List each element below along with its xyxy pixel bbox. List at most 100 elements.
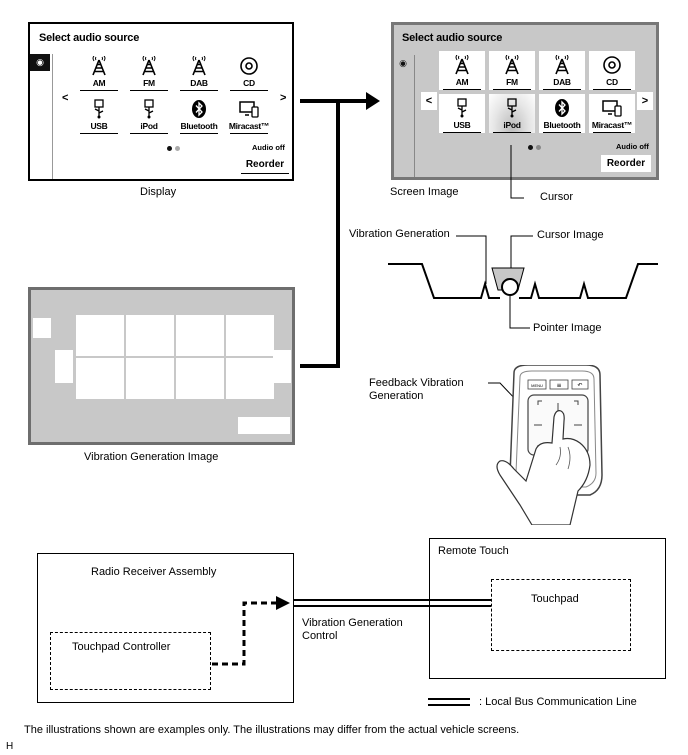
source-tile-dab[interactable]: DAB [176,52,222,91]
vib-tile [76,358,124,399]
profile-right [519,263,658,299]
screen-arrowhead [366,92,380,110]
source-tile-miracast[interactable]: Miracast™ [589,94,635,133]
vibration-generation-image-label: Vibration Generation Image [84,451,219,463]
remote-button-back [571,379,589,390]
source-tile-fm[interactable]: FM [126,52,172,91]
vib-left-top [33,318,51,338]
vibration-profile [388,235,658,329]
cursor-label: Cursor [540,191,574,203]
source-tile-ipod[interactable]: iPod [489,94,535,133]
source-tile-label: iPod [503,120,521,130]
audio-off-label[interactable]: Audio off [252,143,285,152]
source-icon: ◉ [30,54,50,71]
page-dot [536,145,541,150]
vibration-leader [456,235,487,284]
source-tile-dab[interactable]: DAB [539,51,585,90]
vib-bottom-right [238,417,290,434]
source-tile-label: FM [506,77,518,87]
source-tile-miracast[interactable]: Miracast™ [226,95,272,134]
cursor-leader [510,145,524,199]
source-tile-cd[interactable]: CD [589,51,635,90]
remote-touch-illustration: MENU ≡ ↶ [488,365,603,525]
tile-underline [80,90,118,91]
profile-left [388,263,500,299]
source-icon: ◉ [399,58,407,68]
hand-knuckles [555,446,571,470]
source-tile-bluetooth[interactable]: Bluetooth [176,95,222,134]
tile-underline [230,90,268,91]
prev-arrow[interactable]: < [421,92,437,110]
tile-underline [543,89,581,90]
source-tile-label: DAB [190,78,208,88]
tile-underline [230,133,268,134]
source-tile-label: Miracast™ [591,120,633,130]
touchpad-controller-box [50,632,211,690]
feedback-line1: Feedback Vibration [369,377,464,389]
vgc-line2: Control [302,630,338,642]
tile-underline [443,132,481,133]
controller-dashed-line [212,601,276,666]
source-tile-label: Bluetooth [543,120,581,130]
page-dot-active [528,145,533,150]
remote-button-menu [527,379,547,390]
source-tile-label: Bluetooth [180,121,218,131]
next-arrow[interactable]: > [637,92,653,110]
vibration-to-screen-line [300,101,340,368]
source-tile-usb[interactable]: USB [76,95,122,134]
remote-button-list [549,379,569,390]
source-tile-label: CD [606,77,618,87]
prev-arrow[interactable]: < [62,92,69,104]
tile-underline [130,133,168,134]
reorder-button[interactable]: Reorder [241,157,289,174]
source-tile-bluetooth[interactable]: Bluetooth [539,94,585,133]
tile-underline [593,132,631,133]
vibration-generation-control-label: Vibration Generation Control [302,617,403,643]
source-tile-am[interactable]: AM [439,51,485,90]
vib-tile [176,315,224,356]
source-tile-usb[interactable]: USB [439,94,485,133]
tile-underline [130,90,168,91]
reorder-button[interactable]: Reorder [601,155,651,172]
vib-tile [126,315,174,356]
audio-off-label[interactable]: Audio off [616,142,649,151]
pointer-image-circle [501,278,519,296]
legend-label: : Local Bus Communication Line [479,696,637,708]
source-tile-label: DAB [553,77,571,87]
vibration-generation-label: Vibration Generation [349,228,450,240]
tile-underline [180,90,218,91]
pointer-image-label: Pointer Image [533,322,602,334]
feedback-vibration-label: Feedback Vibration Generation [369,377,464,403]
remote-touch-box [429,538,666,679]
vib-tile [226,358,274,399]
source-tile-label: iPod [140,121,158,131]
source-strip [30,54,53,179]
hand-shape [496,410,591,525]
source-tile-am[interactable]: AM [76,52,122,91]
page-dot-active [167,146,172,151]
corner-mark: H [6,741,14,752]
vgc-line1: Vibration Generation [302,617,403,629]
vib-tile [176,358,224,399]
source-tile-label: USB [453,120,471,130]
tile-underline [543,132,581,133]
source-tile-label: Miracast™ [228,121,270,131]
remote-button-list-text: ≡ [556,382,561,389]
source-tile-label: FM [143,78,155,88]
vib-tile [76,315,124,356]
source-tile-cd[interactable]: CD [226,52,272,91]
source-tile-label: AM [455,77,469,87]
source-tile-ipod[interactable]: iPod [126,95,172,134]
next-arrow[interactable]: > [280,92,287,104]
tile-underline [593,89,631,90]
touchpad-controller-label: Touchpad Controller [72,641,171,653]
cursor-image-leader [510,235,533,270]
touchpad-corners [537,400,579,450]
pointer-image-leader [509,296,530,329]
tile-underline [180,133,218,134]
source-tile-fm[interactable]: FM [489,51,535,90]
